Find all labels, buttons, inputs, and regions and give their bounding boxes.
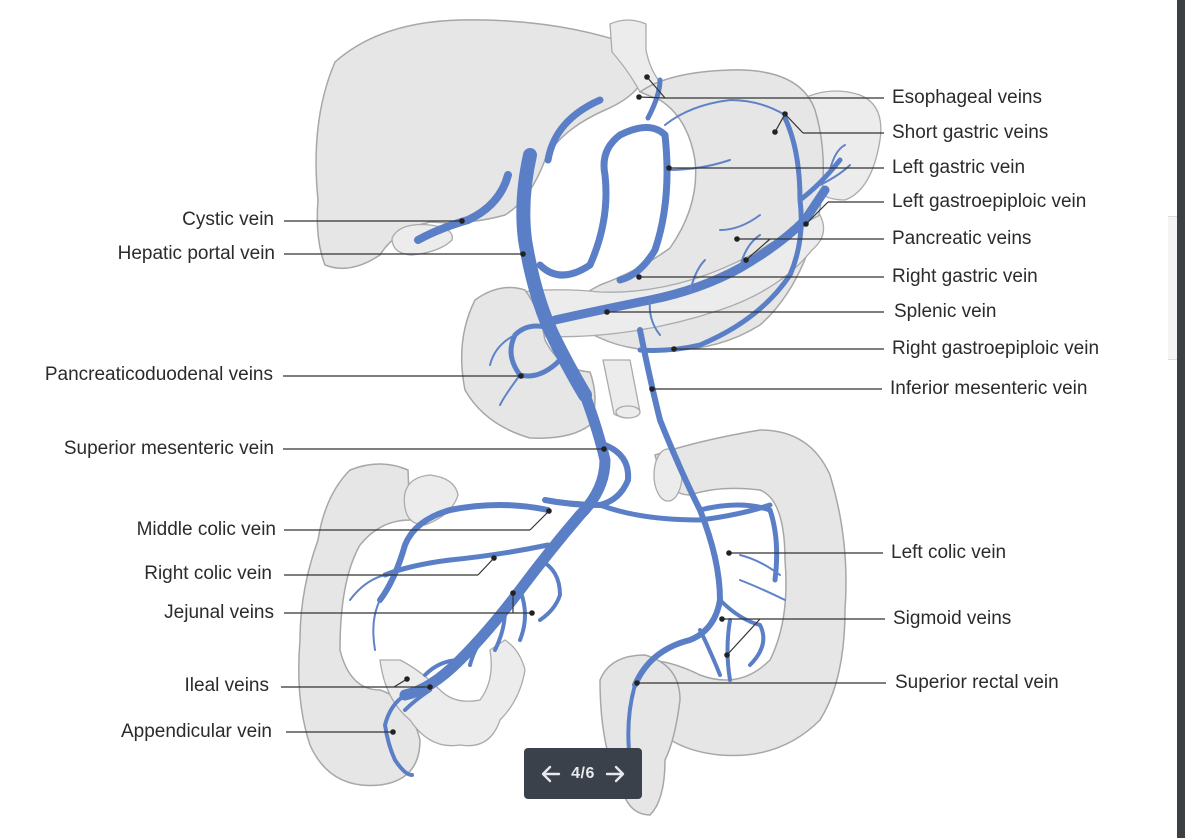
right-colic-vein [382,542,551,578]
inferior-mesenteric-vein [632,327,723,688]
colon [298,463,421,787]
label-jejunal-veins: Jejunal veins [164,602,274,623]
label-right-gastric-vein: Right gastric vein [892,266,1038,287]
organs [298,19,882,816]
image-pager: 4/6 [524,748,642,799]
label-left-gastroepiploic-vein: Left gastroepiploic vein [892,191,1087,212]
sigmoid-veins [698,598,766,682]
label-appendicular-vein: Appendicular vein [120,721,272,742]
label-superior-rectal-vein: Superior rectal vein [895,672,1059,693]
label-ileal-veins: Ileal veins [184,675,270,696]
arrow-left-icon[interactable] [539,762,563,786]
label-esophageal-veins: Esophageal veins [892,87,1042,108]
ileal-veins [383,658,462,777]
right-gastroepiploic-vein [508,323,563,379]
label-cystic-vein: Cystic vein [182,209,274,230]
arrow-right-icon[interactable] [603,762,627,786]
small-intestine [379,639,526,747]
short-gastric-veins [637,115,804,353]
label-short-gastric-veins: Short gastric veins [892,122,1049,143]
label-right-gastroepiploic-vein: Right gastroepiploic vein [892,338,1100,359]
label-hepatic-portal-vein: Hepatic portal vein [117,243,275,264]
side-panel-edge [1168,216,1177,360]
label-sigmoid-veins: Sigmoid veins [893,608,1012,629]
left-gastric-vein [536,124,671,284]
jejunal-veins [468,558,562,667]
label-pancreatic-veins: Pancreatic veins [892,228,1032,249]
label-left-gastric-vein: Left gastric vein [892,157,1026,178]
label-superior-mesenteric-vein: Superior mesenteric vein [63,438,274,459]
label-splenic-vein: Splenic vein [894,301,997,322]
pancreas [489,214,825,338]
esophagus [609,19,662,93]
label-pancreaticoduodenal-veins: Pancreaticoduodenal veins [44,364,273,385]
scrollbar-edge[interactable] [1177,0,1185,838]
label-inferior-mesenteric-vein: Inferior mesenteric vein [890,378,1088,399]
label-right-colic-vein: Right colic vein [144,563,272,584]
label-left-colic-vein: Left colic vein [891,542,1007,563]
leader-lines [281,74,886,735]
page-counter: 4/6 [571,764,595,782]
label-middle-colic-vein: Middle colic vein [136,519,276,540]
superior-mesenteric-vein [399,389,611,701]
hepatic-portal-vein [516,148,592,402]
left-colic-vein [739,554,786,601]
veins [349,77,851,777]
